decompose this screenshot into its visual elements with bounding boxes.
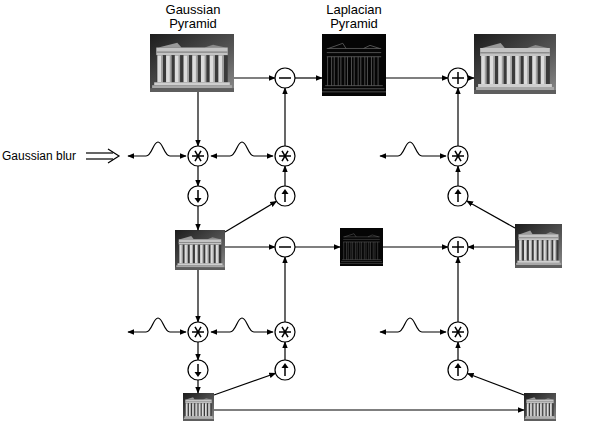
laplacian-level-0-image bbox=[322, 34, 386, 96]
pyramid-heading: Laplacian Pyramid bbox=[317, 3, 391, 31]
operator-circles bbox=[188, 68, 468, 380]
reconstructed-level-1-image bbox=[515, 224, 562, 268]
reconstructed-level-0-image bbox=[474, 34, 556, 94]
gaussian-level-2-image bbox=[183, 393, 214, 421]
operator-symbols bbox=[192, 72, 464, 376]
gaussian-level-0-image bbox=[150, 34, 234, 92]
double-arrow bbox=[86, 149, 119, 163]
gaussian-level-1-image bbox=[175, 230, 225, 270]
pyramid-level-image: Gaussian Pyramid bbox=[148, 3, 238, 95]
operator-arrowheads bbox=[195, 189, 462, 377]
signal-wires bbox=[198, 78, 524, 410]
laplacian-level-1-image bbox=[340, 228, 383, 266]
gaussian-kernel bbox=[128, 142, 446, 332]
pyramid-level-image: Laplacian Pyramid bbox=[316, 3, 392, 99]
blur-label: Gaussian blur bbox=[2, 149, 76, 163]
reconstructed-level-2-image bbox=[524, 393, 556, 421]
pyramid-heading: Gaussian Pyramid bbox=[155, 3, 231, 31]
